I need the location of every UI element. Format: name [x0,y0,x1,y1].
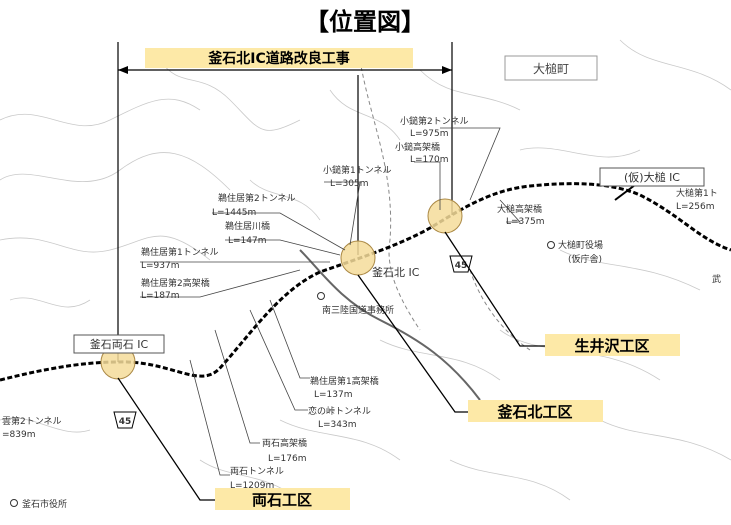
svg-text:45: 45 [455,261,468,271]
structure-name: 大槌第1ト [676,187,718,199]
ic-label: (仮)大槌 IC [624,170,680,184]
structure-name: 恋の峠トンネル [308,405,371,417]
structure-name: 鵜住居川橋 [225,220,270,232]
map-title: 【位置図】 [305,8,425,36]
section-label: 釜石北工区 [496,403,572,421]
structure-length: L=305m [330,179,369,189]
ic-label: 釜石両石 IC [90,337,149,351]
structure-length: L=937m [141,261,180,271]
section-label-box [545,334,680,356]
structure-length: =839m [2,430,36,440]
office-label: 南三陸国道事務所 [322,304,394,316]
section-label-box [468,400,603,422]
structure-length: L=137m [314,390,353,400]
office-marker-icon [317,292,325,300]
section-label-box [215,488,350,510]
office-marker-icon [547,241,555,249]
structure-name: 小鎚第1トンネル [323,164,392,176]
office-label: 釜石市役所 [22,498,67,510]
office-marker-icon [10,499,18,507]
structure-name: 小鎚高架橋 [395,141,440,153]
structure-length: L=187m [141,291,180,301]
structure-length: L=256m [676,202,715,212]
structure-name: 鵜住居第2高架橋 [141,277,210,289]
rivers [359,59,531,351]
structure-length: L=975m [410,129,449,139]
section-label: 両石工区 [252,491,312,509]
ic-label-box [599,167,705,187]
office-label: (仮庁舎) [568,253,602,265]
section-label: 生井沢工区 [574,337,649,355]
ic-ramp [614,184,636,201]
structure-name: 雲第2トンネル [2,415,62,427]
project-span: 釜石北IC道路改良工事 [117,42,453,362]
structure-name: 両石高架橋 [262,437,307,449]
svg-text:45: 45 [119,417,132,427]
structure-name: 両石トンネル [230,466,284,477]
ic-label: 釜石北 IC [372,265,420,279]
route-45-road [299,249,481,401]
structure-name: 鵜住居第1トンネル [141,246,219,258]
ic-label-box [73,334,165,354]
structure-length: L=170m [410,155,449,165]
structure-length: L=375m [506,217,545,227]
office-label: 大槌町役場 [558,239,603,251]
town-box [504,55,598,81]
project-label-box [145,48,413,68]
structure-length: L=147m [228,236,267,246]
misc-label: 武 [712,273,721,285]
structure-length: L=1209m [230,481,274,491]
project-label: 釜石北IC道路改良工事 [207,50,349,67]
town-name: 大槌町 [533,61,569,76]
leader-lines [140,127,521,476]
route-shield-icon: 45 [449,255,473,273]
ic-circle-kamaishi-kita [340,240,376,276]
structure-length: L=343m [318,420,357,430]
structure-length: L=176m [268,454,307,464]
structure-name: 鵜住居第1高架橋 [310,375,379,387]
ic-circle-segment-end [427,198,463,234]
structure-name: 大槌高架橋 [497,203,542,215]
structure-length: L=1445m [212,208,256,218]
structure-name: 小鎚第2トンネル [400,115,469,127]
section-leaders [117,231,545,501]
structure-name: 鵜住居第2トンネル [218,192,296,204]
route-shield-icon: 45 [113,411,137,429]
